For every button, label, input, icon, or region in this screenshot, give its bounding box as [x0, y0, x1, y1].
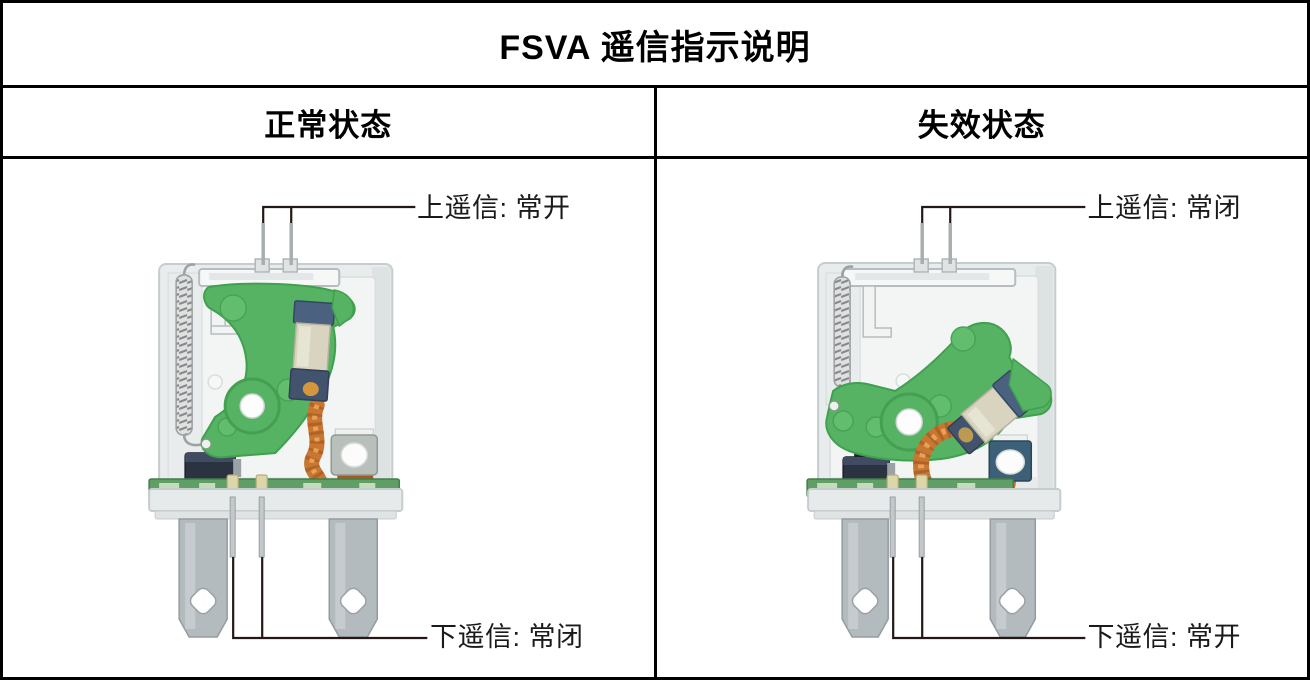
signal-pins-top — [261, 223, 293, 265]
top-callout-label-failed: 上遥信: 常闭 — [1087, 193, 1242, 223]
blade-terminal-right — [989, 518, 1036, 638]
bottom-flange — [148, 488, 404, 520]
terminal-plate — [330, 428, 379, 491]
bottom-callout-label-failed: 下遥信: 常开 — [1087, 622, 1242, 652]
bottom-flange — [806, 488, 1061, 520]
tension-spring — [175, 263, 204, 447]
lever-pivot — [879, 392, 939, 452]
header-normal-state: 正常状态 — [3, 88, 657, 156]
fuse-element — [288, 300, 336, 402]
lever-hook-overlay — [331, 289, 355, 328]
callout-bracket-top — [262, 205, 416, 223]
top-callout-label-normal: 上遥信: 常开 — [417, 193, 571, 223]
table-title: FSVA 遥信指示说明 — [499, 28, 811, 67]
blade-terminal-right — [328, 518, 379, 638]
callout-bracket-bottom — [891, 557, 1085, 640]
table-header-row: 正常状态 失效状态 — [3, 88, 1307, 159]
lever-pivot — [223, 377, 281, 435]
table-content-row: 上遥信: 常开 下遥信: 常闭 — [3, 159, 1307, 677]
device-photo-failed — [805, 205, 1085, 640]
signal-pins-top — [919, 223, 952, 264]
table-title-row: FSVA 遥信指示说明 — [3, 3, 1307, 88]
bottom-callout-label-normal: 下遥信: 常闭 — [430, 622, 584, 652]
header-failed-state: 失效状态 — [917, 107, 1046, 143]
panel-normal-state: 上遥信: 常开 下遥信: 常闭 — [3, 159, 657, 677]
blade-terminal-left — [840, 518, 889, 638]
lever-hook-overlay — [1007, 357, 1052, 412]
panel-failed-state: 上遥信: 常闭 下遥信: 常开 — [657, 159, 1308, 677]
top-contact-clip — [841, 258, 1016, 338]
callout-bracket-top — [920, 205, 1085, 223]
callout-bracket-bottom — [232, 557, 428, 640]
device-photo-normal — [148, 205, 428, 640]
blade-terminal-left — [178, 518, 228, 638]
